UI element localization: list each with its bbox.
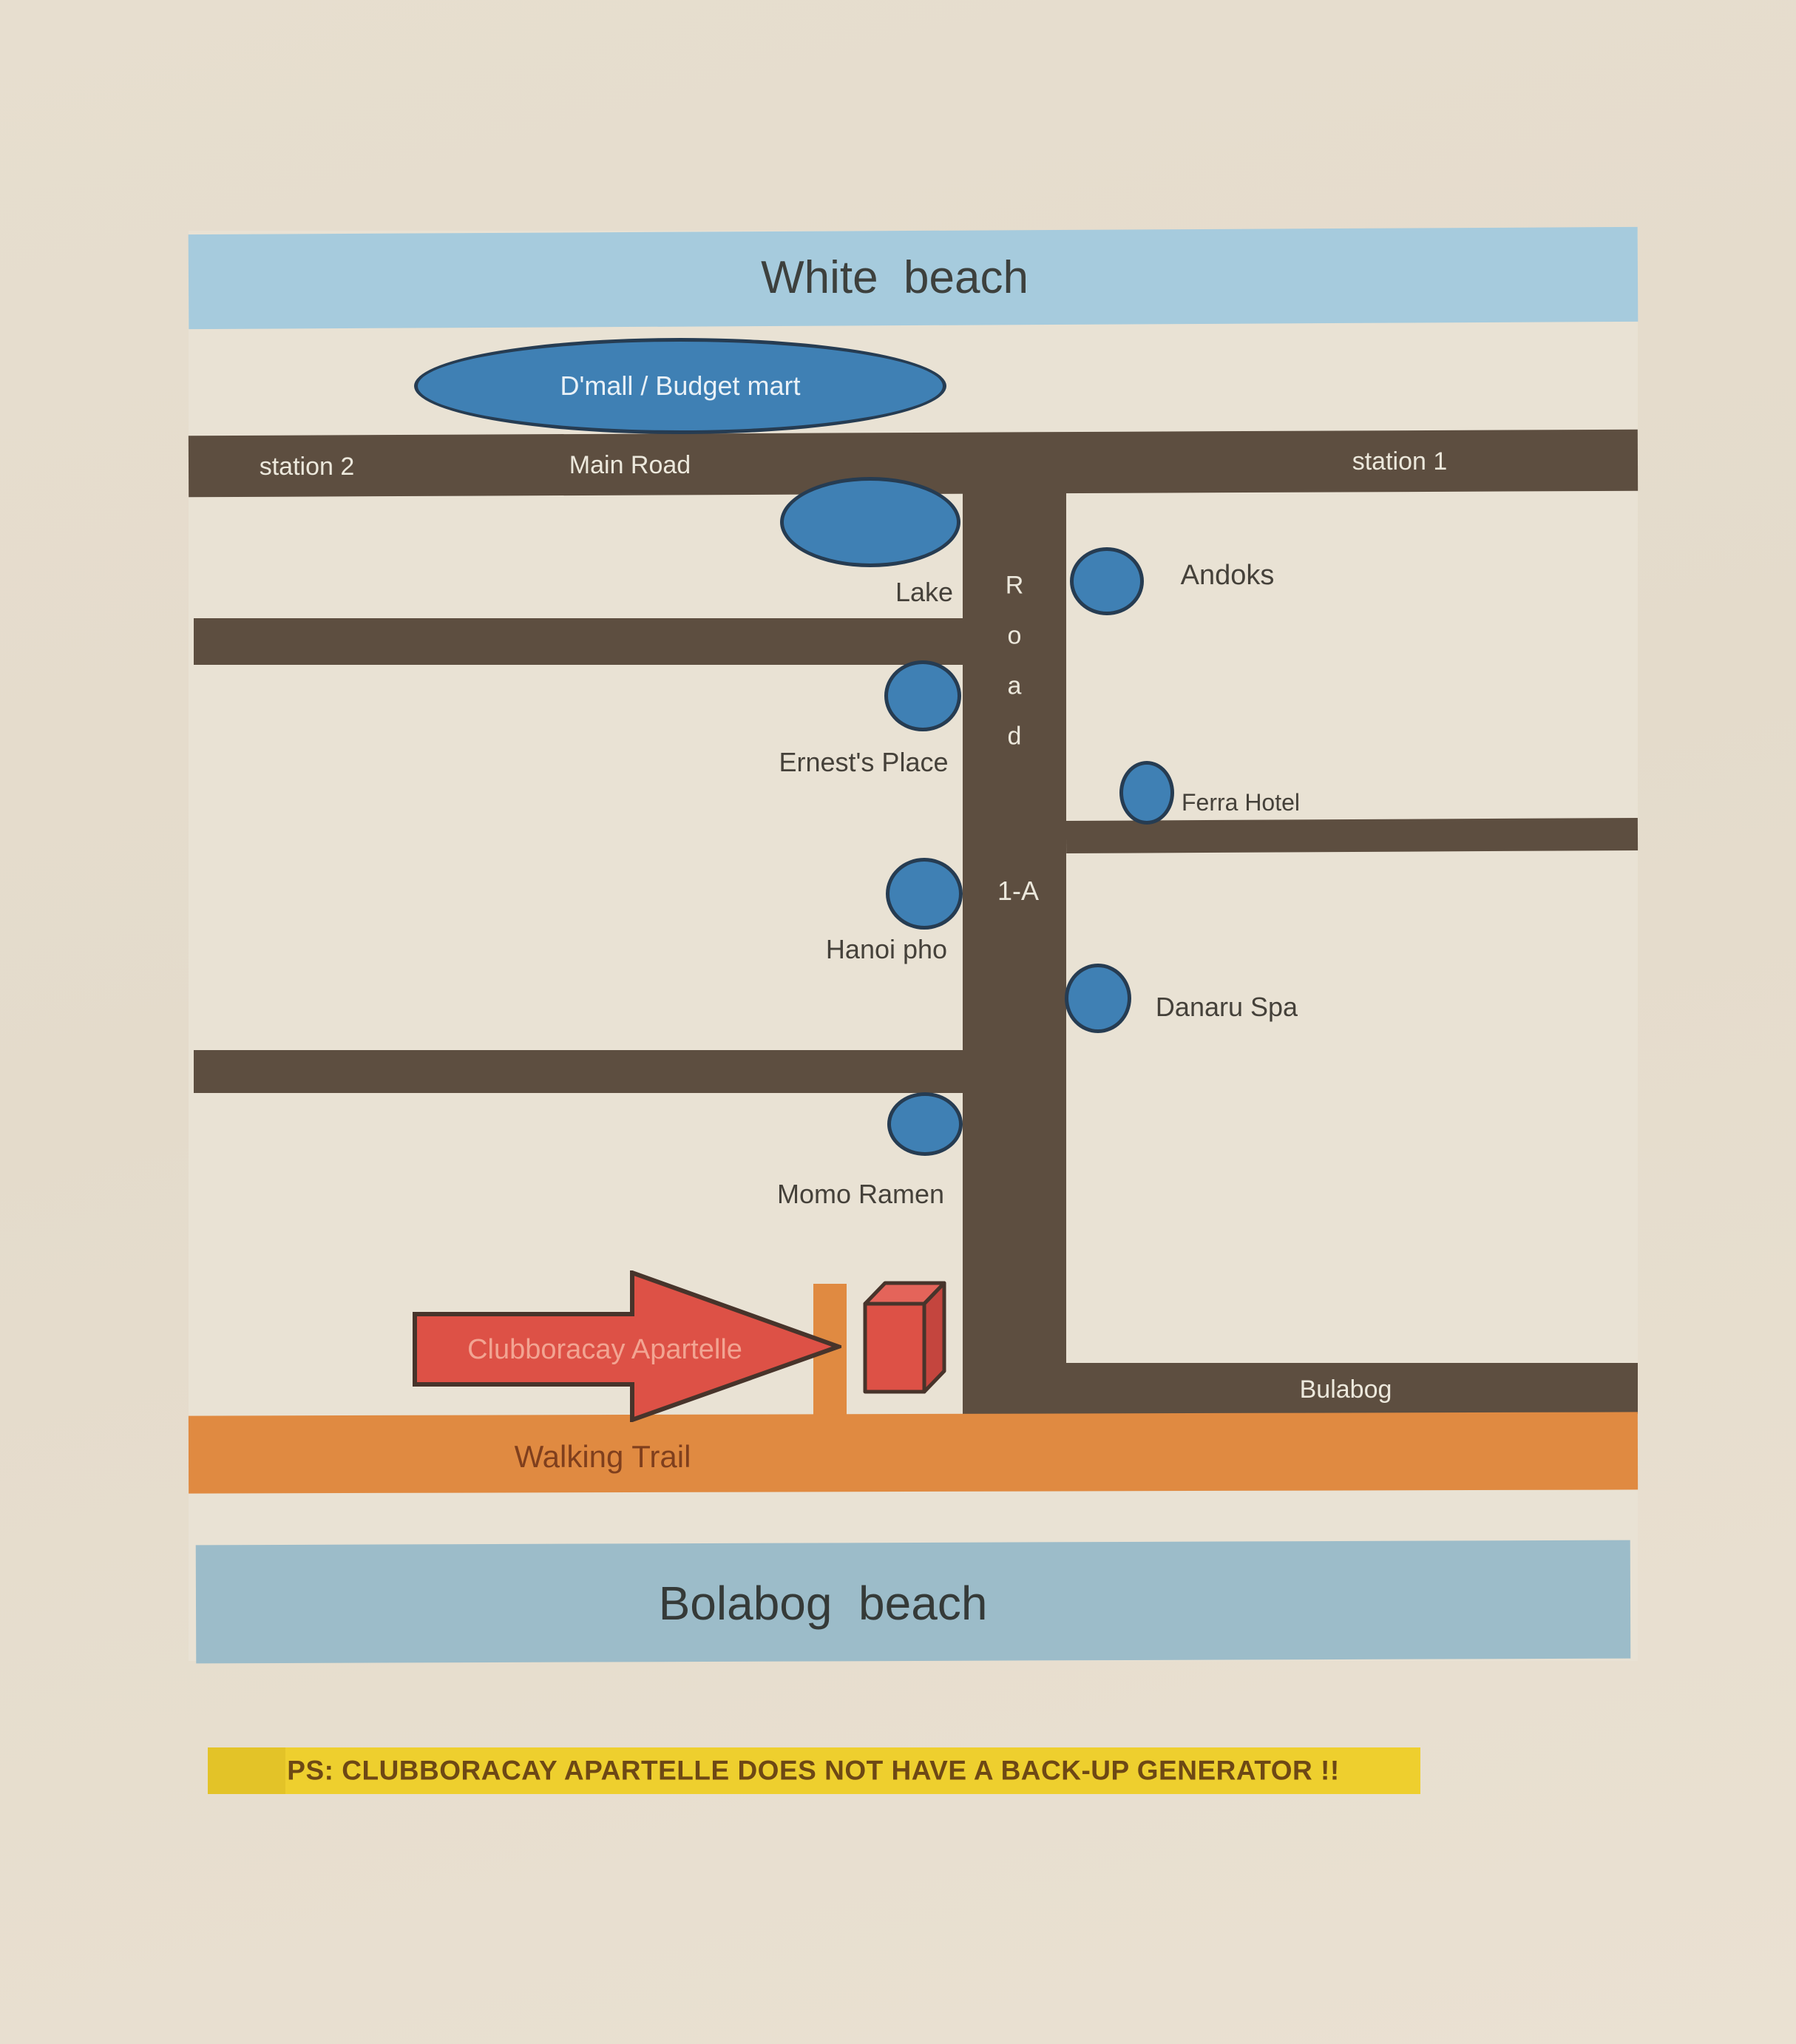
lake-marker [780,477,960,567]
bulabog-road-band [1066,1363,1638,1414]
road-letter-o: o [1007,621,1022,650]
danaru-spa-label: Danaru Spa [1155,992,1298,1022]
bolabog-beach-label: Bolabog beach [658,1577,988,1630]
note-band-seam [208,1747,285,1794]
danaru-spa-marker [1065,964,1131,1033]
walking-trail-band [188,1412,1639,1494]
ernests-place-marker [884,660,961,731]
destination-building-box [863,1281,946,1394]
road-1a-label: 1-A [997,876,1040,906]
note-band [208,1747,1420,1794]
station2-label: station 2 [259,453,355,481]
footer-note-label: PS: CLUBBORACAY APARTELLE DOES NOT HAVE … [287,1755,1340,1786]
destination-arrow [413,1270,841,1422]
destination-arrow-label: Clubboracay Apartelle [467,1334,742,1365]
walking-trail-label: Walking Trail [514,1439,691,1474]
road-letter-d: d [1007,722,1022,751]
station1-label: station 1 [1352,447,1448,476]
momo-ramen-label: Momo Ramen [776,1179,945,1209]
road-letter-a: a [1007,671,1022,700]
ernests-place-label: Ernest's Place [779,747,949,777]
ferra-hotel-label: Ferra Hotel [1181,789,1301,816]
road-letter-r: R [1005,571,1024,600]
side-street-upper [194,618,963,665]
dmall-label: D'mall / Budget mart [560,370,801,401]
ferra-hotel-marker [1119,761,1174,825]
andoks-label: Andoks [1180,560,1275,591]
white-beach-label: White beach [761,252,1029,303]
momo-ramen-marker [887,1092,963,1156]
dmall-marker [414,338,946,434]
bulabog-label: Bulabog [1299,1375,1392,1404]
hanoi-pho-marker [886,858,963,930]
main-road-label: Main Road [569,451,691,479]
road-1a-vertical [963,488,1066,1414]
andoks-marker [1070,547,1144,615]
side-street-lower [194,1050,963,1093]
lake-label: Lake [895,577,954,607]
hanoi-pho-label: Hanoi pho [825,934,948,964]
